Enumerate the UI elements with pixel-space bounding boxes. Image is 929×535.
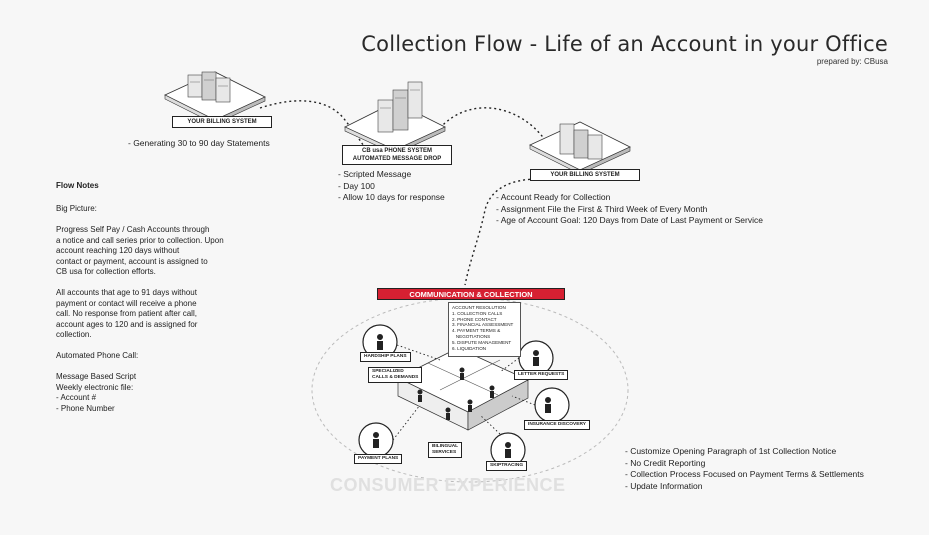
connector-phone-to-billing2 [439, 107, 546, 141]
bilingual-line2: SERVICES [432, 450, 457, 455]
insurance-circle [534, 387, 570, 423]
communication-banner: COMMUNICATION & COLLECTION [377, 288, 565, 300]
note-line: - Allow 10 days for response [338, 192, 445, 202]
resolution-item: NEGOTIATIONS [452, 333, 491, 339]
insurance-discovery-label: INSURANCE DISCOVERY [524, 420, 590, 430]
call-center-illustration [397, 347, 529, 431]
resolution-item: 1. COLLECTION CALLS [452, 310, 503, 316]
billing-system-2-label: YOUR BILLING SYSTEM [530, 169, 640, 181]
page-subtitle: prepared by: CBusa [816, 57, 888, 66]
billing-system-1-label: YOUR BILLING SYSTEM [172, 116, 272, 128]
connector-billing2-to-communication [464, 178, 556, 286]
hardship-plans-label: HARDSHIP PLANS [360, 352, 411, 362]
phone-system-notes: - Scripted Message - Day 100 - Allow 10 … [338, 169, 445, 204]
hardship-circle [362, 324, 398, 360]
consumer-experience-label: CONSUMER EXPERIENCE [330, 475, 566, 495]
resolution-item: 4. PAYMENT TERMS & [452, 328, 501, 334]
account-resolution-box: ACCOUNT RESOLUTION 1. COLLECTION CALLS 2… [448, 302, 521, 357]
note-line: - Generating 30 to 90 day Statements [128, 138, 270, 148]
phone-system-illustration [344, 81, 446, 155]
flow-notes-body: Big Picture: Progress Self Pay / Cash Ac… [56, 204, 224, 413]
note-line: - Account Ready for Collection [496, 192, 611, 202]
phone-system-label: CB usa PHONE SYSTEM AUTOMATED MESSAGE DR… [342, 145, 452, 165]
note-line: - Customize Opening Paragraph of 1st Col… [625, 446, 837, 456]
note-line: - Update Information [625, 480, 703, 491]
phone-label-line2: AUTOMATED MESSAGE DROP [352, 156, 442, 162]
note-line: - No Credit Reporting [625, 457, 706, 468]
flow-notes-heading: Flow Notes [56, 181, 99, 190]
note-line: - Collection Process Focused on Payment … [625, 469, 864, 479]
resolution-item: 6. LIQUIDATION [452, 345, 487, 351]
skiptracing-circle [490, 432, 526, 468]
bilingual-line1: BILINGUAL [432, 444, 459, 449]
connector-billing1-to-phone [259, 100, 366, 149]
resolution-item: ACCOUNT RESOLUTION [452, 305, 506, 310]
billing-system-2-illustration [529, 121, 631, 175]
billing-system-2-notes: - Account Ready for Collection - Assignm… [496, 192, 763, 227]
letter-requests-label: LETTER REQUESTS [514, 370, 569, 380]
consumer-experience-ellipse [311, 297, 629, 483]
phone-label-line1: CB usa PHONE SYSTEM [361, 148, 432, 154]
note-line: - Day 100 [338, 180, 375, 191]
note-line: - Assignment File the First & Third Week… [496, 203, 708, 214]
note-line: - Scripted Message [338, 169, 412, 179]
resolution-item: 5. DISPUTE MANAGEMENT [452, 339, 512, 345]
collection-notes: - Customize Opening Paragraph of 1st Col… [625, 446, 864, 492]
bilingual-services-label: BILINGUAL SERVICES [428, 442, 463, 458]
payment-circle [358, 422, 394, 458]
resolution-item: 3. FINANCIAL ASSESSMENT [452, 322, 514, 328]
resolution-item: 2. PHONE CONTACT [452, 316, 497, 322]
page-title: Collection Flow - Life of an Account in … [361, 32, 888, 56]
specialized-line2: CALLS & DEMANDS [372, 375, 419, 380]
specialized-calls-label: SPECIALIZED CALLS & DEMANDS [368, 367, 423, 383]
payment-plans-label: PAYMENT PLANS [354, 454, 403, 464]
note-line: - Age of Account Goal: 120 Days from Dat… [496, 215, 763, 225]
skiptracing-label: SKIPTRACING [486, 461, 528, 471]
specialized-line1: SPECIALIZED [372, 369, 404, 374]
billing-system-1-notes: - Generating 30 to 90 day Statements [128, 138, 270, 150]
